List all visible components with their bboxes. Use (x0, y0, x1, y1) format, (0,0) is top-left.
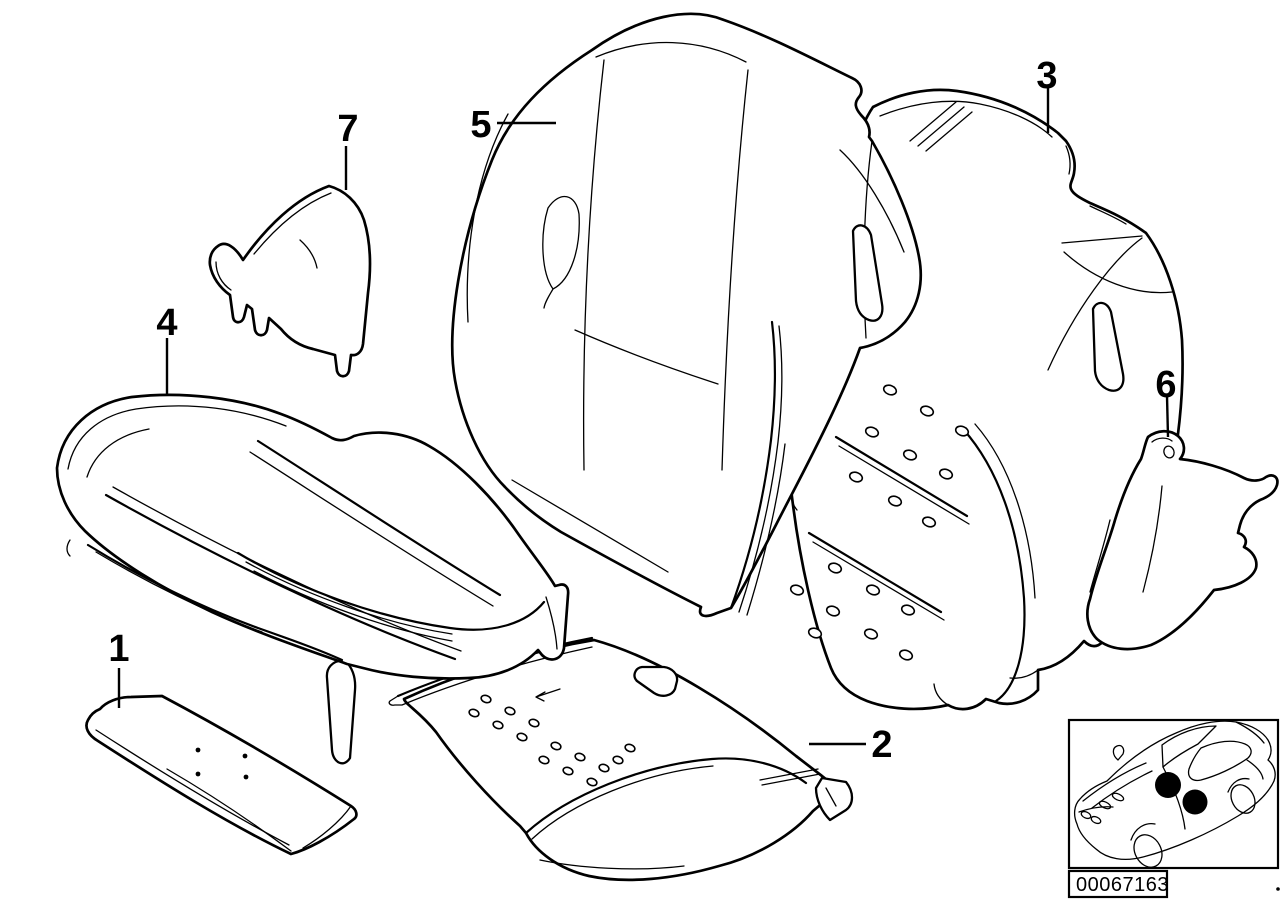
car-location-inset (1067, 718, 1280, 870)
callout-leader-lines (117, 88, 1170, 746)
callout-label-1[interactable]: 1 (108, 628, 129, 670)
callout-label-4[interactable]: 4 (156, 302, 177, 344)
left-seat-marker (1155, 772, 1181, 798)
page-dot (1276, 887, 1280, 891)
right-seat-marker (1182, 789, 1208, 815)
part-5-backrest-cover-drawing (450, 12, 923, 618)
callout-label-3[interactable]: 3 (1036, 55, 1057, 97)
part-number-plate: 00067163 (1067, 869, 1169, 899)
part-number-text: 00067163 (1076, 874, 1169, 896)
part-number-frame (1067, 869, 1169, 899)
part-2-seat-foam-drawing (388, 636, 854, 882)
part-1-seat-pad-drawing (85, 694, 358, 856)
part-7-guide-cover-drawing (208, 184, 372, 378)
car-outline-icon (1073, 720, 1276, 868)
callout-6-leader (1165, 395, 1170, 438)
callout-label-7[interactable]: 7 (337, 108, 358, 150)
part-6-side-trim-drawing (1086, 429, 1279, 651)
foam-hole-pattern (789, 384, 970, 661)
callout-label-5[interactable]: 5 (470, 104, 491, 146)
callout-label-6[interactable]: 6 (1155, 364, 1176, 406)
part-4-seat-cover-drawing (55, 393, 570, 765)
foam-vent-dots (468, 694, 636, 787)
callout-label-2[interactable]: 2 (871, 724, 892, 766)
